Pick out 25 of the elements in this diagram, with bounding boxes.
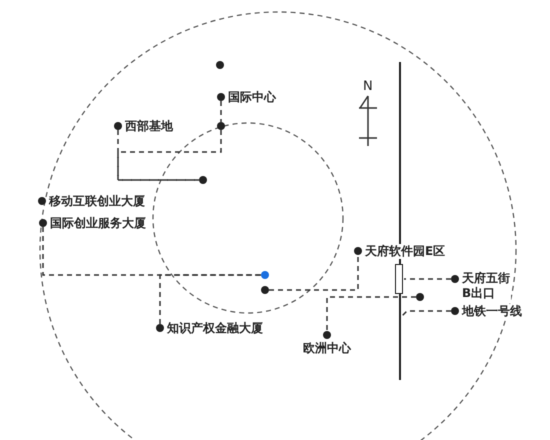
connector-line [404, 278, 451, 280]
north-label: N [363, 80, 373, 94]
place-label: 移动互联创业大厦 [49, 194, 145, 208]
connector-line [220, 101, 222, 122]
connector-line [42, 227, 261, 276]
connector-line [326, 296, 416, 331]
location-dot [217, 122, 225, 130]
location-dot [261, 286, 269, 294]
place-label: 国际创业服务大厦 [50, 216, 146, 230]
location-dot [261, 271, 269, 279]
connector-line [159, 274, 261, 324]
place-label: 地铁一号线 [462, 304, 522, 318]
location-dot [199, 176, 207, 184]
place-label: 天府五街B出口 [462, 271, 512, 301]
location-dot [416, 293, 424, 301]
place-label: 知识产权金融大厦 [167, 320, 263, 336]
place-label: 西部基地 [125, 118, 173, 134]
place-label: 国际中心 [228, 90, 276, 104]
connector-line [117, 130, 222, 181]
place-label: 天府软件园E区 [365, 244, 446, 258]
connector-line [269, 255, 359, 291]
station-marker [395, 264, 403, 294]
location-dot [216, 61, 224, 69]
connector-line [117, 130, 199, 181]
place-label: 欧洲中心 [303, 341, 351, 356]
